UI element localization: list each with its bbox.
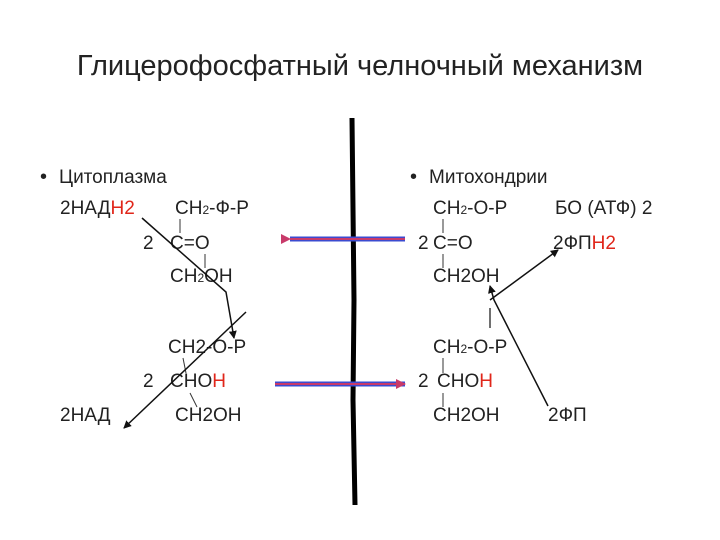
mito-dhap-coeff: 2 (418, 233, 429, 254)
fph2-prefix: 2ФП (553, 233, 592, 254)
cytoplasm-heading: • Цитоплазма (40, 166, 167, 189)
bullet: • (40, 166, 48, 188)
ch2op-sub: 2 (460, 342, 468, 356)
choh-a: СНО (437, 371, 480, 392)
nadh-suffix: Н2 (110, 198, 135, 219)
mito-g3p-choh: СНОН (437, 371, 493, 393)
dhap-ch2oh: СН2ОН (170, 266, 233, 289)
bond-line (189, 392, 198, 408)
nad-label: 2НАД (60, 405, 111, 426)
dhap-coeff: 2 (143, 233, 154, 254)
mitochondria-label: Митохондрии (429, 167, 548, 188)
ch2op-a: СН (433, 337, 461, 358)
reaction-arrow-nadh (141, 217, 237, 339)
choh-a: СНО (170, 371, 213, 392)
mito-g3p-ch2op: СН2-О-Р (433, 337, 507, 360)
mito-dhap-c-o: С=О (433, 233, 473, 254)
ch2op-c: -Ф-Р (209, 198, 249, 219)
reaction-arrow-fph2 (489, 249, 559, 301)
fp-label: 2ФП (548, 405, 587, 426)
cytoplasm-label: Цитоплазма (59, 167, 167, 188)
fph2-label: 2ФПН2 (553, 233, 616, 255)
choh-h: Н (479, 371, 493, 392)
fph2-suffix: Н2 (591, 233, 616, 254)
mito-dhap-ch2oh: СН2ОН (433, 266, 500, 287)
ch2oh-c: ОН (204, 266, 233, 287)
ch2oh-a: СН (170, 266, 198, 287)
dhap-ch2op: СН2-Ф-Р (175, 198, 249, 221)
ch2op-a: СН (433, 198, 461, 219)
g3p-ch2op: СН2-О-Р (168, 337, 247, 358)
ch2op-c: -О-Р (467, 198, 508, 219)
reaction-arrow-fp (488, 285, 549, 407)
nadh-label: 2НАДН2 (60, 198, 135, 220)
mitochondria-heading: • Митохондрии (410, 166, 548, 189)
ch2oh-sub: 2 (197, 271, 205, 285)
bo-atp-label: БО (АТФ) 2 (555, 198, 653, 219)
mito-g3p-ch2oh: СН2ОН (433, 405, 500, 426)
ch2op-a: СН (175, 198, 203, 219)
ch2op-c: -О-Р (467, 337, 508, 358)
g3p-coeff: 2 (143, 371, 154, 392)
bullet: • (410, 166, 418, 188)
page-title: Глицерофосфатный челночный механизм (76, 50, 644, 82)
dhap-c-o: С=О (170, 233, 210, 254)
membrane-line (349, 117, 358, 506)
mito-dhap-ch2op: СН2-О-Р (433, 198, 507, 221)
g3p-ch2oh: СН2ОН (175, 405, 242, 426)
choh-h: Н (212, 371, 226, 392)
reaction-arrow-nad (123, 311, 247, 429)
ch2op-sub: 2 (202, 203, 210, 217)
nadh-prefix: 2НАД (60, 198, 111, 219)
ch2op-sub: 2 (460, 203, 468, 217)
mito-g3p-coeff: 2 (418, 371, 429, 392)
g3p-choh: СНОН (170, 371, 226, 393)
